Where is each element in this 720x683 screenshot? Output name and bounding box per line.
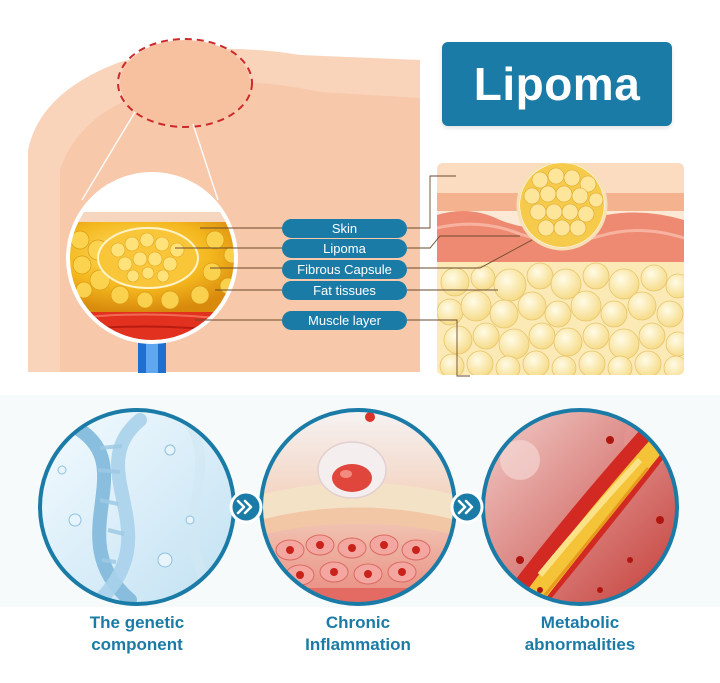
label-skin: Skin xyxy=(282,219,407,238)
zoom-circle-ring xyxy=(66,172,238,344)
caption-inflammation: Chronic Inflammation xyxy=(258,612,458,656)
caption-line: Chronic xyxy=(325,613,391,632)
label-muscle-layer: Muscle layer xyxy=(282,311,407,330)
inflammation-cell-illustration xyxy=(259,408,457,606)
caption-line: abnormalities xyxy=(524,635,636,654)
label-fat-tissues: Fat tissues xyxy=(282,281,407,300)
label-connectors xyxy=(175,175,533,377)
caption-line: The genetic xyxy=(89,613,185,632)
caption-metabolic: Metabolic abnormalities xyxy=(480,612,680,656)
caption-line: Metabolic xyxy=(540,613,620,632)
caption-line: Inflammation xyxy=(305,635,411,654)
skin-layers-panel xyxy=(437,163,684,375)
metabolic-artery-illustration xyxy=(481,408,679,606)
caption-line: component xyxy=(91,635,183,654)
label-fibrous-capsule: Fibrous Capsule xyxy=(282,260,407,279)
genetic-dna-illustration xyxy=(38,408,236,606)
label-lipoma: Lipoma xyxy=(282,239,407,258)
double-chevron-right-icon xyxy=(450,490,484,524)
page-title: Lipoma xyxy=(442,42,672,126)
double-chevron-right-icon xyxy=(229,490,263,524)
caption-genetic: The genetic component xyxy=(37,612,237,656)
